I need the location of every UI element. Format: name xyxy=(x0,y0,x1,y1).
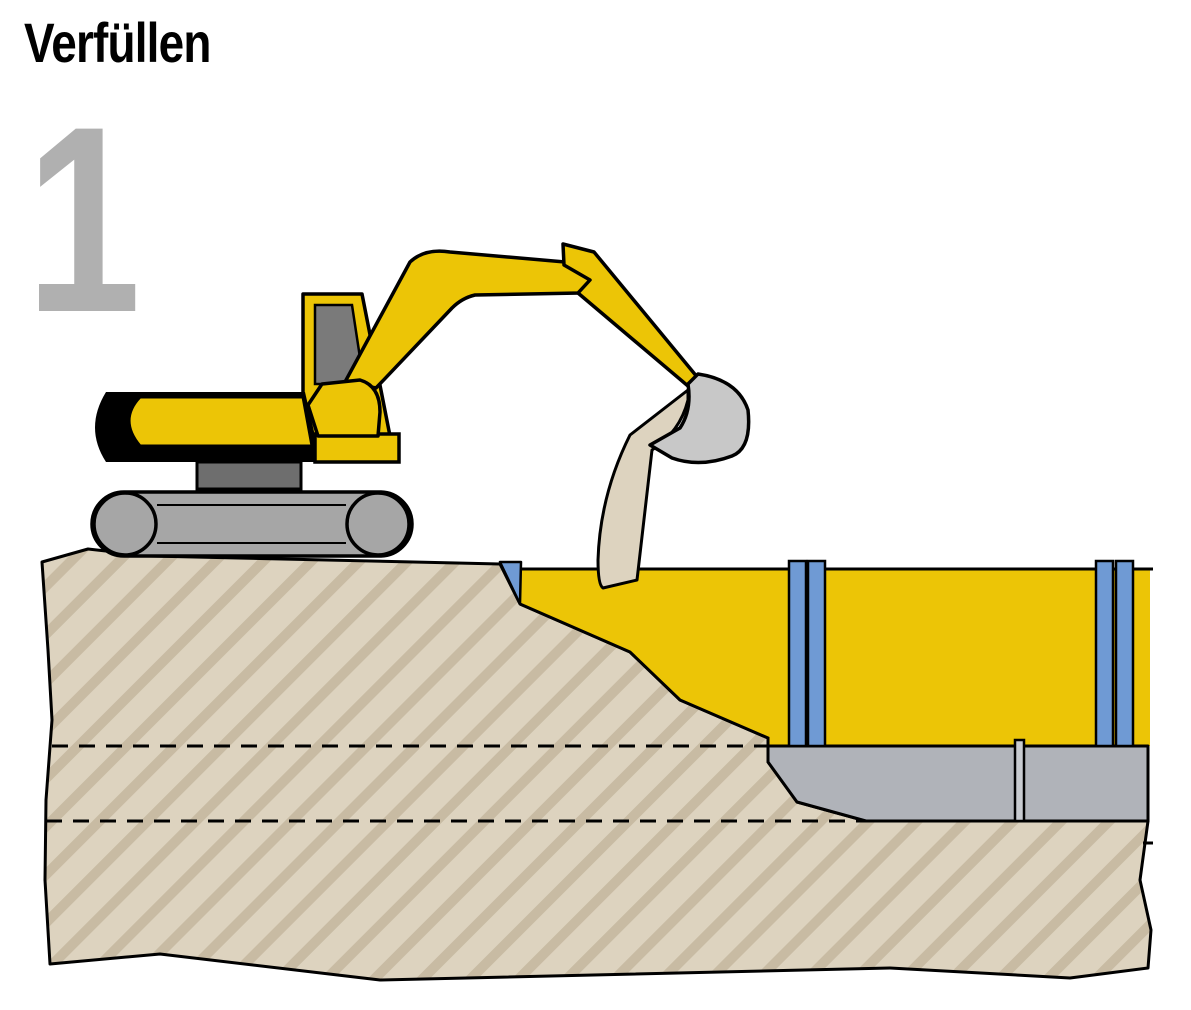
sheet-piles-left xyxy=(787,559,827,748)
fill-material xyxy=(520,569,1150,746)
fill-slope-outline xyxy=(519,602,770,746)
excavator-boom-pivot xyxy=(306,378,382,438)
excavator-boom xyxy=(343,249,600,390)
excavator xyxy=(90,242,751,558)
excavator-tracks xyxy=(90,490,414,558)
trench-base xyxy=(766,744,1150,823)
base-separator xyxy=(1013,738,1026,823)
excavator-bucket xyxy=(648,372,751,465)
excavator-swivel xyxy=(195,460,303,491)
excavator-body xyxy=(95,392,401,464)
edge-wedge xyxy=(498,560,523,606)
page-title: Verfüllen xyxy=(24,11,211,74)
falling-material xyxy=(596,388,690,590)
step-number: 1 xyxy=(26,72,141,368)
sheet-piles-right xyxy=(1094,559,1135,748)
excavator-arm xyxy=(561,242,700,388)
